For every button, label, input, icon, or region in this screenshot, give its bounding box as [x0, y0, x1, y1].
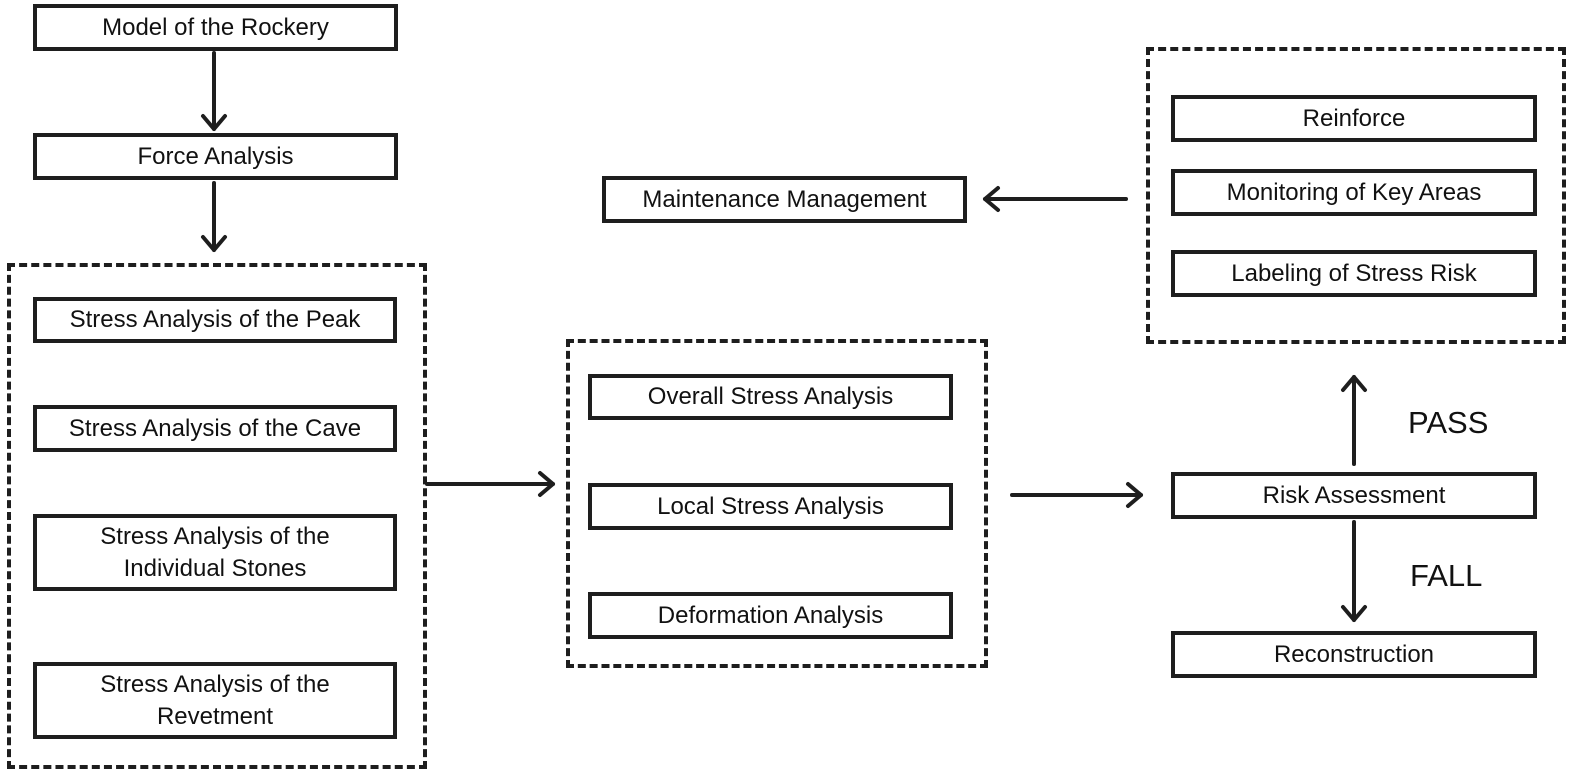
deformation-analysis-node: Deformation Analysis — [588, 592, 953, 639]
node-label: Stress Analysis of the Individual Stones — [100, 521, 329, 585]
force-analysis-node: Force Analysis — [33, 133, 398, 180]
node-label: Maintenance Management — [642, 185, 927, 213]
reinforce-node: Reinforce — [1171, 95, 1537, 142]
individual-stones-stress-node: Stress Analysis of the Individual Stones — [33, 514, 397, 591]
monitoring-key-areas-node: Monitoring of Key Areas — [1171, 169, 1537, 216]
arrow-risk-to-reconstruction-fall — [1341, 520, 1367, 622]
arrow-actions-to-maintenance — [983, 186, 1128, 212]
model-of-rockery-node: Model of the Rockery — [33, 4, 398, 51]
node-label: Deformation Analysis — [657, 601, 884, 629]
node-label-line: Revetment — [156, 702, 274, 730]
analysis-type-group — [566, 339, 988, 668]
node-label: Stress Analysis of the Peak — [69, 306, 361, 333]
arrow-risk-to-actions-pass — [1341, 375, 1367, 466]
node-label: Reinforce — [1302, 104, 1406, 132]
arrow-force-to-group — [201, 181, 227, 252]
peak-stress-node: Stress Analysis of the Peak — [33, 297, 397, 343]
cave-stress-node: Stress Analysis of the Cave — [33, 405, 397, 452]
reconstruction-node: Reconstruction — [1171, 631, 1537, 678]
local-stress-analysis-node: Local Stress Analysis — [588, 483, 953, 530]
node-label: Labeling of Stress Risk — [1231, 259, 1477, 287]
arrow-group-to-analysis — [425, 471, 555, 497]
stress-analysis-group — [7, 263, 427, 769]
maintenance-management-node: Maintenance Management — [602, 176, 967, 223]
revetment-stress-node: Stress Analysis of the Revetment — [33, 662, 397, 739]
node-label-line: Individual Stones — [123, 554, 307, 582]
node-label: Model of the Rockery — [102, 13, 329, 41]
pass-label: PASS — [1408, 405, 1489, 440]
overall-stress-analysis-node: Overall Stress Analysis — [588, 374, 953, 420]
node-label-line: Stress Analysis of the — [100, 522, 330, 550]
node-label: Stress Analysis of the Revetment — [100, 669, 329, 733]
labeling-stress-risk-node: Labeling of Stress Risk — [1171, 250, 1537, 297]
node-label: Local Stress Analysis — [657, 492, 884, 520]
fall-label: FALL — [1410, 558, 1483, 593]
node-label: Monitoring of Key Areas — [1226, 178, 1482, 206]
arrow-model-to-force — [201, 51, 227, 131]
node-label: Stress Analysis of the Cave — [68, 414, 362, 442]
node-label: Risk Assessment — [1262, 481, 1446, 509]
node-label: Overall Stress Analysis — [647, 383, 894, 410]
node-label-line: Stress Analysis of the — [100, 670, 330, 698]
arrow-analysis-to-risk — [1010, 482, 1143, 508]
node-label: Force Analysis — [137, 142, 294, 170]
node-label: Reconstruction — [1273, 640, 1435, 668]
maintenance-action-group — [1146, 47, 1566, 344]
risk-assessment-node: Risk Assessment — [1171, 472, 1537, 519]
